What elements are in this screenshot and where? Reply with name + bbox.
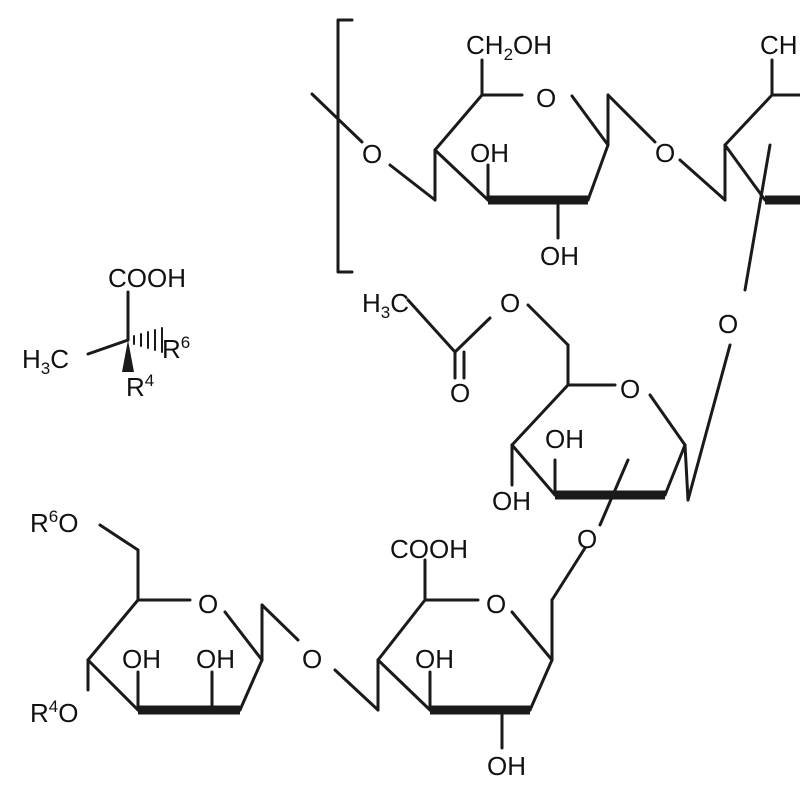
ring-e-substituted-sugar <box>86 523 300 715</box>
hydroxyl-c-c3: OH <box>545 424 584 454</box>
ring-c-acetyl-sugar <box>406 298 690 527</box>
linkage-oxygen-left: O <box>362 139 382 169</box>
hydroxyl-c-c4: OH <box>492 486 531 516</box>
ring-oxygen-d: O <box>486 589 506 619</box>
linkage-oxygen-ab: O <box>655 138 675 168</box>
hydroxyl-d-c3: OH <box>415 644 454 674</box>
hydroxyl-a-c2: OH <box>540 241 579 271</box>
cooh-label-fragment: COOH <box>108 263 186 293</box>
ch-label-cut: CH <box>760 30 798 60</box>
ring-oxygen-a: O <box>536 83 556 113</box>
linkage-oxygen-de: O <box>302 644 322 674</box>
linkage-oxygen-bc: O <box>718 309 738 339</box>
repeat-unit-bracket <box>310 18 364 274</box>
r4-label-fragment: R4 <box>126 371 154 402</box>
carbonyl-oxygen: O <box>450 378 470 408</box>
ring-d-glucuronic-acid <box>333 546 587 750</box>
ch2oh-label-top: CH2OH <box>466 30 552 64</box>
hydroxyl-a-c3: OH <box>470 138 509 168</box>
h3c-label-acetyl: H3C <box>362 288 409 322</box>
cooh-label-d: COOH <box>390 534 468 564</box>
hydroxyl-e-c2: OH <box>196 644 235 674</box>
ring-oxygen-c: O <box>620 374 640 404</box>
r6-label-fragment: R6 <box>162 333 190 364</box>
hydroxyl-d-c2: OH <box>487 751 526 781</box>
stereocenter-fragment <box>86 290 163 372</box>
ring-b-glucose-partial <box>678 58 800 502</box>
r6o-label: R6O <box>30 507 78 538</box>
ring-a-glucose <box>388 58 657 240</box>
hydroxyl-e-c3: OH <box>122 644 161 674</box>
h3c-label-fragment: H3C <box>22 344 69 378</box>
ring-oxygen-e: O <box>198 589 218 619</box>
r4o-label: R4O <box>30 697 78 728</box>
ester-oxygen: O <box>500 288 520 318</box>
linkage-oxygen-cd: O <box>577 524 597 554</box>
